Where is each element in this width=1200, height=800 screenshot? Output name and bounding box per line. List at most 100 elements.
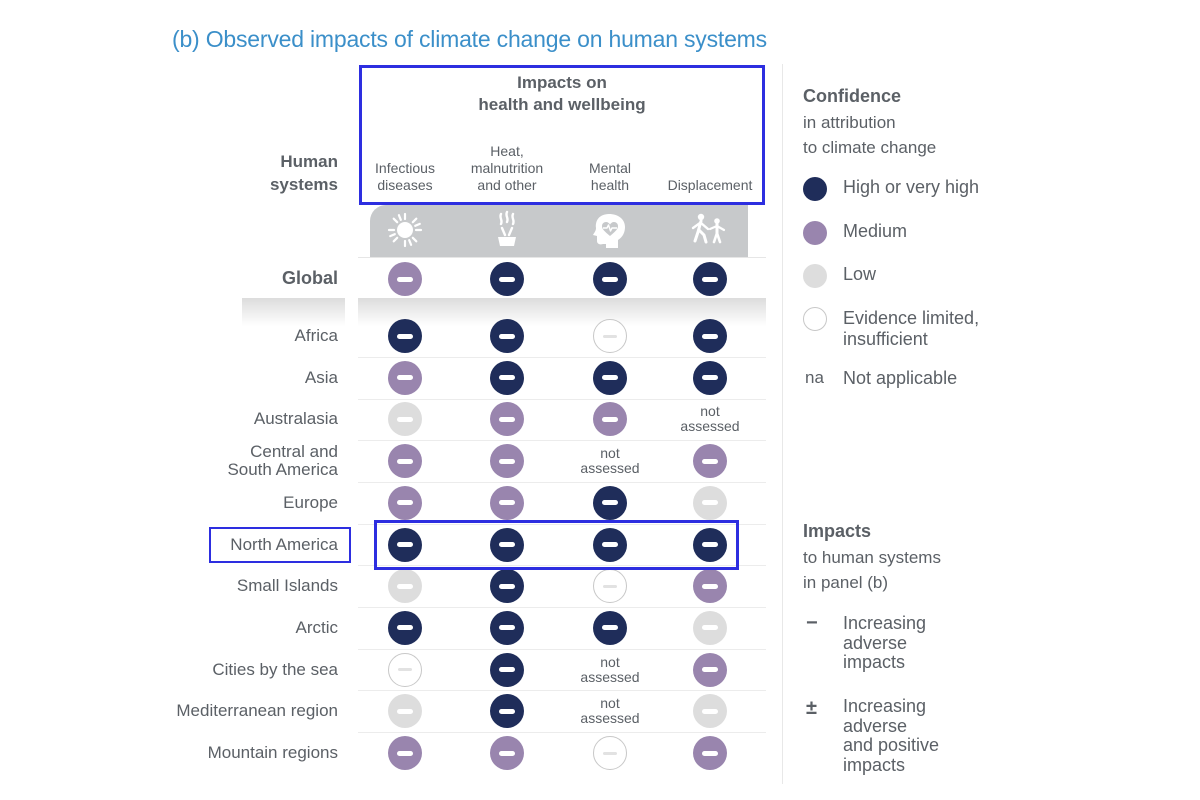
cell-north-america-displacement [693,527,727,562]
minus-icon [499,667,515,673]
minus-icon [602,375,618,381]
cell-arctic-heat-malnutrition [490,610,524,645]
row-label-cities-by-the-sea: Cities by the sea [212,659,338,679]
minus-icon [603,751,617,755]
legend-na-symbol: na [805,368,824,387]
cell-north-america-mental-health [593,527,627,562]
minus-icon [397,276,413,282]
cell-europe-heat-malnutrition [490,485,524,520]
cell-mediterranean-region-infectious-diseases [388,694,422,729]
row-separator [358,440,766,442]
minus-icon [702,625,718,631]
minus-icon [499,583,515,589]
cell-arctic-infectious-diseases [388,610,422,645]
minus-icon [499,375,515,381]
row-label-central-and-south-america: Central and South America [227,442,338,480]
highlight-box-north-america-row [374,520,739,570]
row-label-arctic: Arctic [295,617,339,637]
cell-mountain-regions-mental-health [593,736,627,770]
cell-small-islands-displacement [693,569,727,604]
legend-dot-medium [803,221,827,245]
panel-title: (b) Observed impacts of climate change o… [172,26,767,52]
human-systems-text: Human systems [269,152,338,194]
human-systems-header: Human systems [270,150,338,196]
minus-icon [397,625,413,631]
cell-central-and-south-america-infectious-diseases [388,444,422,479]
cell-africa-displacement [693,319,727,353]
row-separator [358,356,766,358]
legend-impacts-subtitle: to human systems in panel (b) [803,548,941,592]
row-separator [358,481,766,483]
row-separator [358,398,766,400]
minus-icon [397,416,413,422]
row-separator [358,607,766,609]
column-header-infectious-diseases: Infectious diseases [375,160,435,193]
cell-mediterranean-region-displacement [693,694,727,729]
cell-cities-by-the-sea-heat-malnutrition [490,652,524,687]
cell-arctic-mental-health [593,610,627,645]
minus-icon [397,708,413,714]
cell-not-assessed-mediterranean-region-mental-health: not assessed [580,695,640,727]
displacement-icon [691,213,726,244]
cell-global-displacement [693,262,727,296]
regional-divider-label [242,298,345,326]
cell-asia-heat-malnutrition [490,360,524,395]
legend-label-medium: Medium [843,221,908,241]
minus-icon [602,416,618,422]
cell-cities-by-the-sea-infectious-diseases [388,652,422,687]
cell-not-assessed-cities-by-the-sea-mental-health: not assessed [580,653,640,685]
cell-africa-infectious-diseases [388,319,422,353]
minus-icon [702,750,718,756]
row-label-asia: Asia [304,367,338,387]
minus-icon [702,333,718,339]
cell-mountain-regions-displacement [693,736,727,770]
row-label-mediterranean-region: Mediterranean region [176,701,338,721]
minus-icon [499,500,515,506]
cell-central-and-south-america-displacement [693,444,727,479]
row-label-africa: Africa [294,326,338,345]
row-label-europe: Europe [283,492,338,512]
minus-icon [702,375,718,381]
minus-icon [499,625,515,631]
cell-africa-heat-malnutrition [490,319,524,353]
minus-icon [397,333,413,339]
cell-africa-mental-health [593,319,627,353]
cell-asia-displacement [693,360,727,395]
minus-icon [702,276,718,282]
minus-icon [499,708,515,714]
highlight-box-north-america-label [209,527,351,563]
legend-label-adverse: Increasing adverse impacts [843,613,927,672]
cell-mountain-regions-infectious-diseases [388,736,422,770]
minus-icon [702,708,718,714]
legend-na-label: Not applicable [843,368,958,388]
cell-australasia-heat-malnutrition [490,402,524,437]
legend-dot-low [803,264,827,288]
cell-asia-mental-health [593,360,627,395]
cell-australasia-mental-health [593,402,627,437]
cell-australasia-infectious-diseases [388,402,422,437]
legend-confidence-subtitle: in attribution to climate change [803,113,937,157]
cell-not-assessed-australasia-displacement: not assessed [680,403,740,435]
cell-europe-infectious-diseases [388,485,422,520]
legend-dot-high [803,177,827,201]
legend-label-adverse-positive: Increasing adverse and positive impacts [843,696,940,775]
minus-icon [602,500,618,506]
cell-europe-displacement [693,485,727,520]
cell-north-america-infectious-diseases [388,527,422,562]
minus-icon [702,667,718,673]
cell-north-america-heat-malnutrition [490,527,524,562]
minus-icon [397,542,413,547]
row-label-north-america: North America [230,534,338,554]
minus-icon [702,583,718,589]
minus-icon [499,333,515,339]
minus-icon [702,542,718,547]
minus-icon [603,584,617,588]
legend-label-limited: Evidence limited, insufficient [843,308,980,349]
minus-icon [499,542,515,547]
minus-icon [499,750,515,756]
cell-asia-infectious-diseases [388,360,422,395]
legend-divider [782,64,783,784]
minus-icon [603,334,617,338]
minus-icon [499,276,515,282]
legend-confidence-title: Confidence [803,86,902,106]
